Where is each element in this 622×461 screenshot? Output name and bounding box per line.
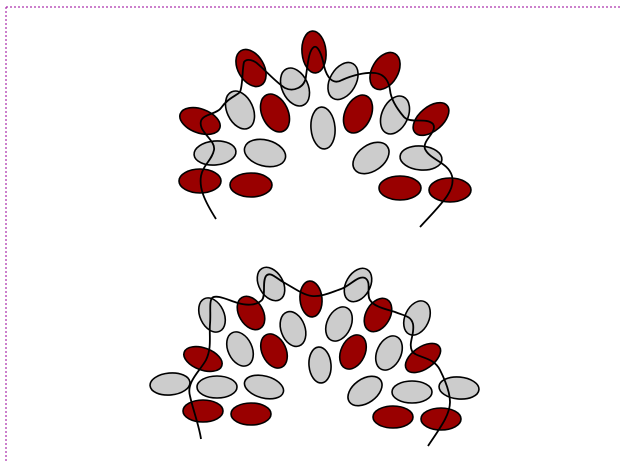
bead-gray [222, 328, 259, 371]
bead-red [232, 291, 271, 334]
bead-gray [399, 297, 436, 340]
bead-red [231, 403, 271, 425]
bead-red [180, 342, 225, 376]
bead-gray [252, 262, 291, 305]
bead-red [298, 280, 323, 318]
bead-gray [371, 332, 408, 375]
bead-gray [197, 376, 237, 398]
bead-gray [241, 135, 288, 171]
upper-beads [176, 30, 471, 202]
bead-gray [309, 106, 337, 150]
bead-gray [343, 370, 388, 411]
bead-red [379, 176, 421, 200]
upper-beading-pattern [176, 30, 471, 227]
bead-gray [149, 371, 191, 396]
bead-gray [375, 91, 415, 138]
bead-red [183, 400, 223, 422]
bead-gray [242, 371, 286, 403]
bead-gray [339, 263, 378, 306]
bead-gray [347, 136, 395, 180]
bead-gray [392, 381, 432, 403]
bead-red [359, 293, 398, 336]
bead-gray [220, 86, 260, 133]
bead-gray [307, 346, 332, 384]
bead-gray [399, 144, 443, 172]
bead-red [373, 406, 413, 428]
bead-red [230, 44, 273, 92]
bead-gray [193, 139, 237, 167]
bead-red [364, 47, 407, 95]
bead-red [230, 173, 272, 197]
lower-beads [149, 262, 480, 430]
bead-red [176, 103, 224, 140]
lower-beading-pattern [149, 262, 480, 446]
